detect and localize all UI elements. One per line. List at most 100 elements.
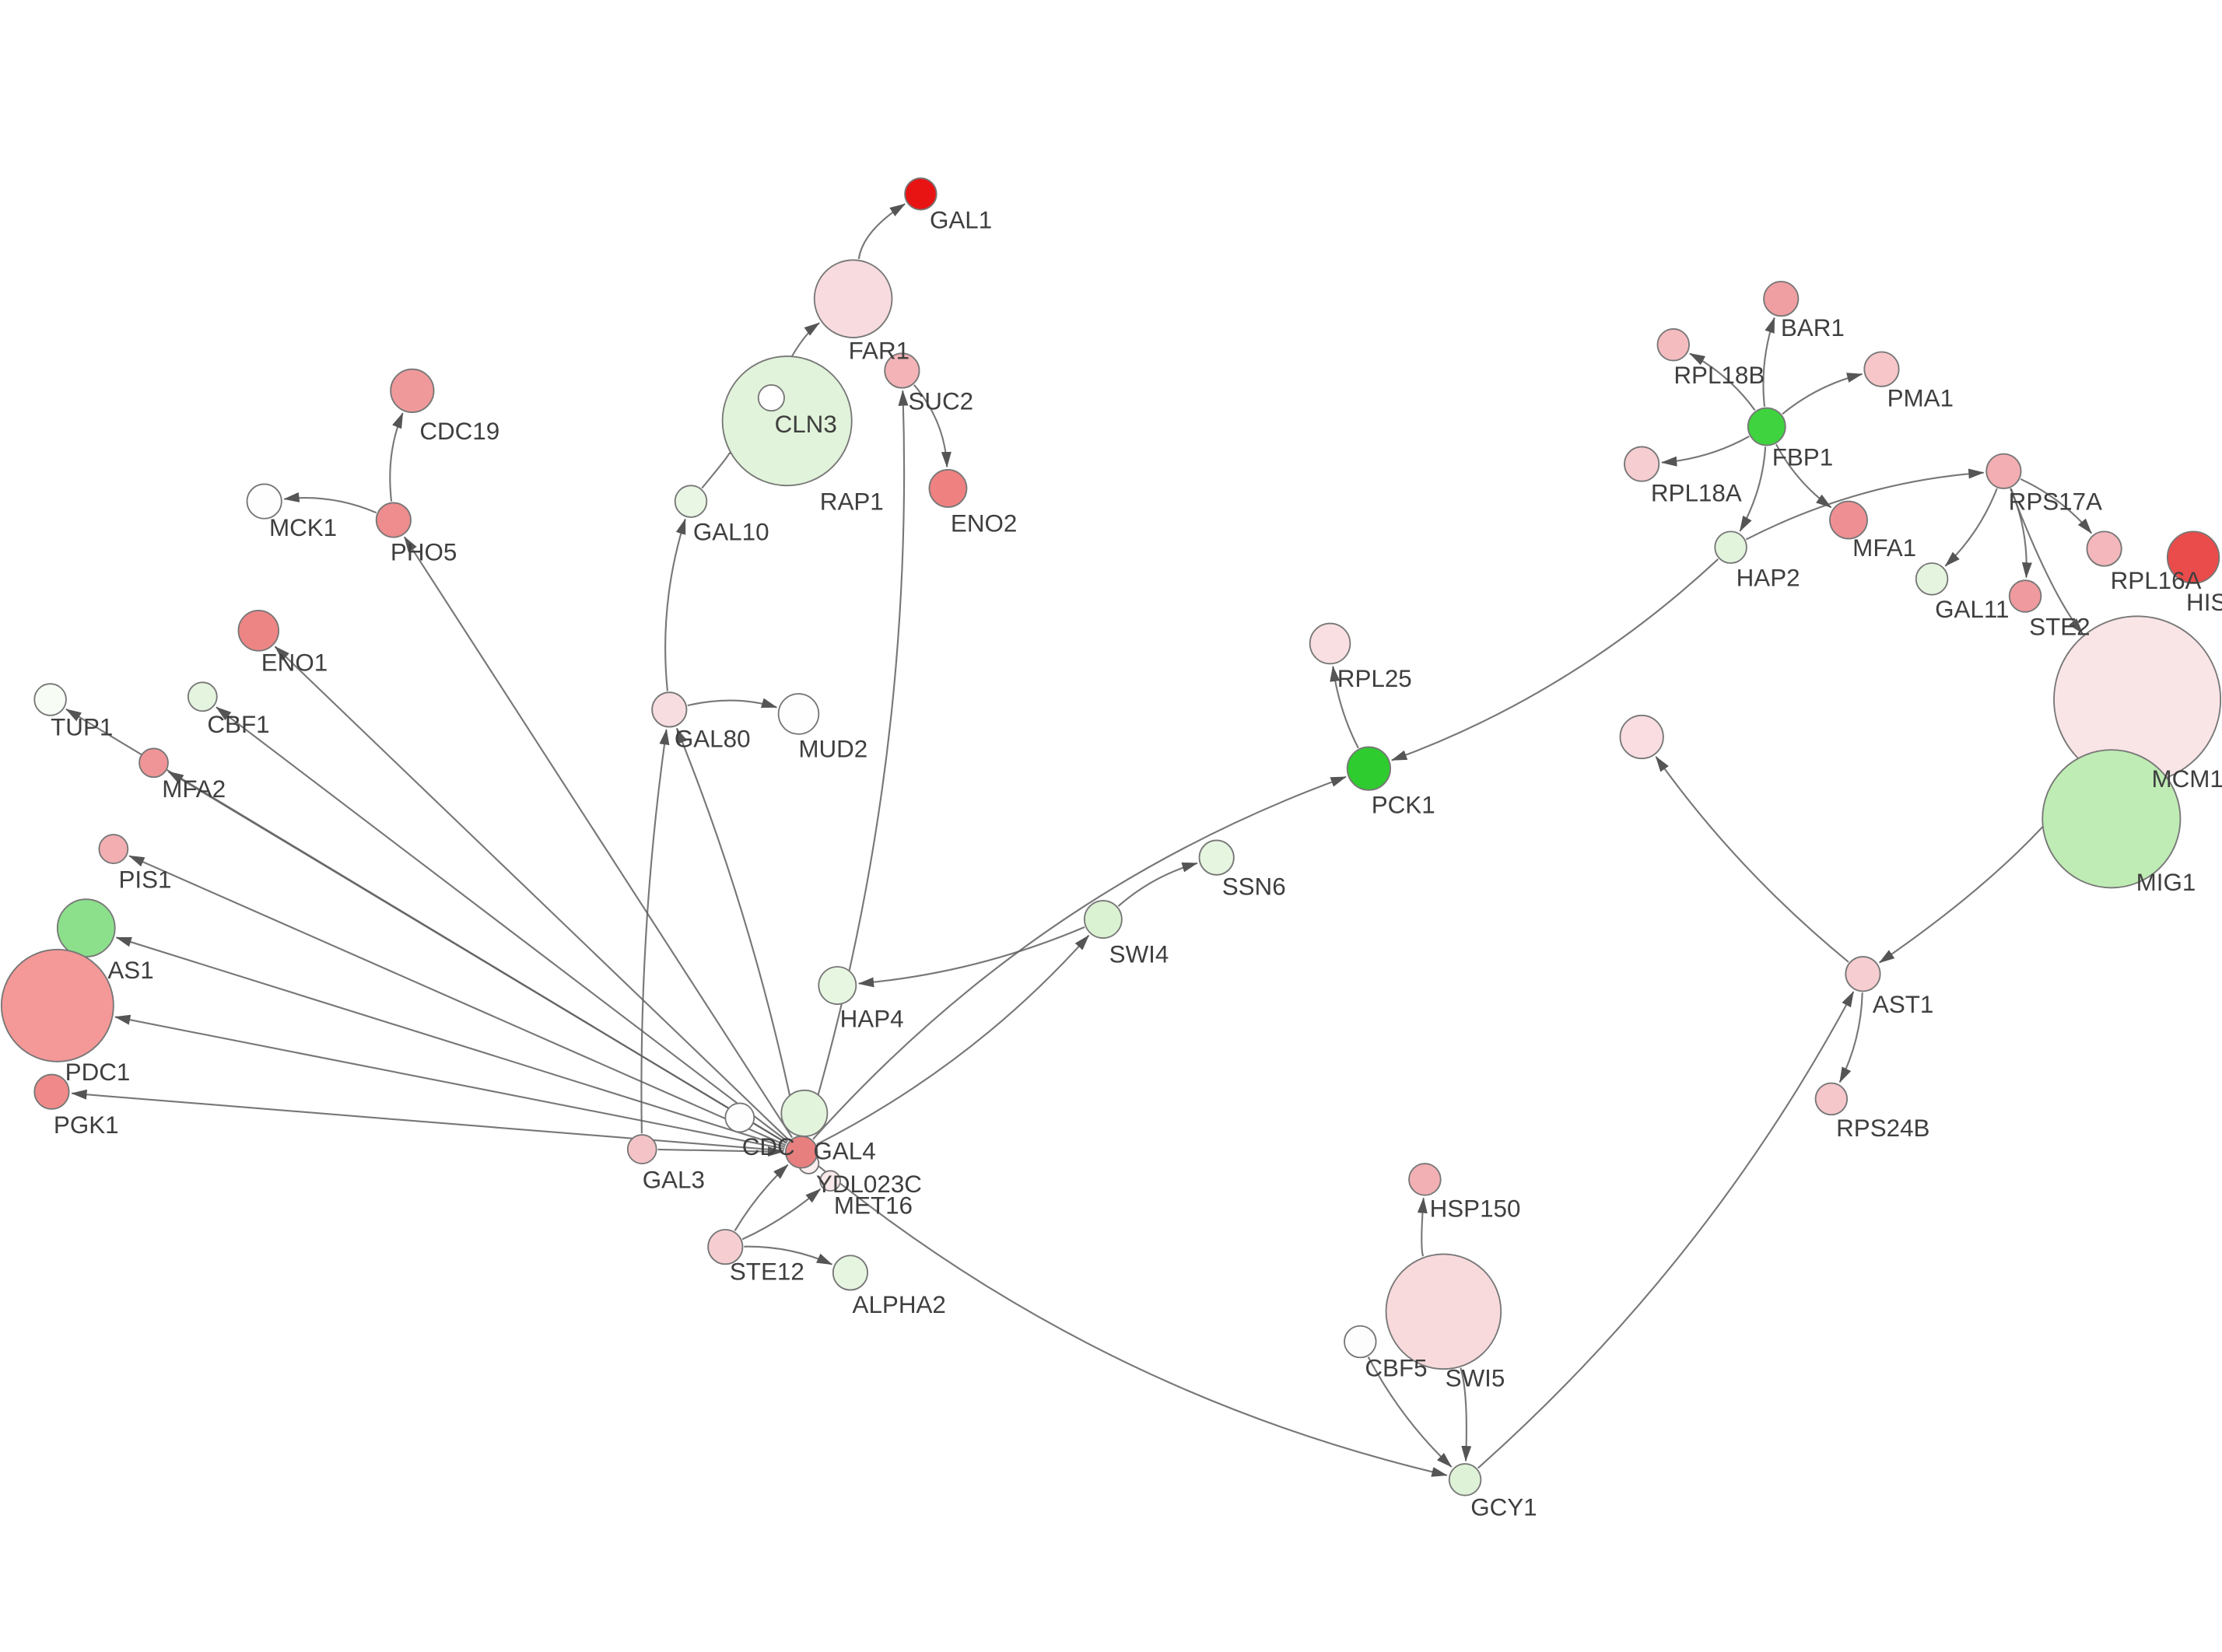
node-hsp150[interactable] — [1408, 1163, 1442, 1196]
node-label-swi4: SWI4 — [1109, 940, 1169, 968]
node-rpl18b[interactable] — [1656, 328, 1690, 362]
node-label-rpl18b: RPL18B — [1674, 362, 1765, 389]
node-mfa2[interactable] — [138, 747, 169, 779]
node-label-gal11: GAL11 — [1935, 596, 2009, 623]
node-gal11[interactable] — [1915, 562, 1949, 596]
node-eno1[interactable] — [237, 610, 280, 652]
edge-gal4-gal80 — [675, 727, 799, 1136]
node-label-as1: AS1 — [107, 957, 153, 984]
node-rps17a[interactable] — [1985, 453, 2022, 489]
node-label-hap2: HAP2 — [1737, 565, 1800, 592]
node-alpha2[interactable] — [832, 1255, 868, 1291]
edge-swi5-gcy1 — [1460, 1367, 1472, 1462]
edge-fbp1-mfa1 — [1775, 443, 1832, 509]
edge-rps17a-mcm1 — [2010, 488, 2084, 634]
node-label-rps24b: RPS24B — [1836, 1115, 1929, 1142]
edge-gal4-pis1 — [128, 855, 787, 1146]
node-mck1[interactable] — [246, 483, 282, 520]
node-his4[interactable] — [2166, 530, 2220, 584]
node-rps24b[interactable] — [1814, 1082, 1849, 1116]
edge-fbp1-pma1 — [1782, 373, 1863, 415]
node-label-cln3: CLN3 — [775, 411, 837, 438]
edge-pho5-cdc19 — [389, 412, 404, 502]
node-nodex[interactable] — [1619, 714, 1664, 760]
node-label-gal80: GAL80 — [675, 725, 751, 752]
node-far1[interactable] — [813, 259, 893, 338]
node-label-mig1: MIG1 — [2136, 869, 2196, 896]
node-label-gal4: GAL4 — [813, 1137, 875, 1164]
node-label-pck1: PCK1 — [1372, 791, 1435, 818]
node-cbf1[interactable] — [187, 681, 218, 712]
node-tup1[interactable] — [33, 683, 67, 716]
node-label-pdc1: PDC1 — [65, 1059, 131, 1086]
edge-gal4-pgk1 — [71, 1089, 785, 1152]
node-suc2[interactable] — [884, 352, 920, 389]
node-pis1[interactable] — [98, 834, 129, 864]
node-as1[interactable] — [56, 898, 116, 957]
edge-gal3-gal80 — [640, 729, 670, 1134]
node-gal80[interactable] — [651, 691, 688, 728]
node-label-rpl25: RPL25 — [1337, 665, 1412, 692]
node-pdc1[interactable] — [0, 948, 114, 1062]
node-ste12[interactable] — [707, 1229, 744, 1265]
edge-gal80-gal10 — [664, 518, 686, 691]
node-label-fbp1: FBP1 — [1772, 443, 1833, 471]
node-label-mud2: MUD2 — [798, 735, 867, 762]
node-gal1[interactable] — [904, 177, 938, 211]
node-label-ydl023c: YDL023C — [816, 1171, 922, 1198]
node-gal10[interactable] — [674, 485, 708, 518]
edge-cbf5-gcy1 — [1367, 1356, 1453, 1468]
edge-hap2-rps17a — [1745, 468, 1985, 541]
node-pgk1[interactable] — [33, 1073, 70, 1110]
edge-rps17a-rpl16a — [2020, 478, 2093, 534]
node-hap4[interactable] — [818, 966, 857, 1005]
edge-gal4-pho5 — [403, 536, 794, 1139]
node-swi4[interactable] — [1083, 900, 1123, 939]
node-ghub[interactable] — [780, 1089, 829, 1137]
edge-hap2-pck1 — [1390, 558, 1719, 761]
node-label-cbf1: CBF1 — [207, 711, 269, 738]
edge-swi4-hap4 — [857, 926, 1085, 988]
node-ast1[interactable] — [1845, 956, 1881, 992]
node-label-pis1: PIS1 — [118, 866, 171, 893]
node-mfa1[interactable] — [1829, 500, 1868, 540]
node-met16[interactable] — [819, 1170, 841, 1192]
nodes-layer — [0, 177, 2222, 1496]
node-rpl18a[interactable] — [1624, 446, 1660, 482]
node-label-ste12: STE12 — [730, 1258, 804, 1286]
node-label-gal3: GAL3 — [643, 1166, 705, 1193]
node-gcy1[interactable] — [1448, 1463, 1482, 1496]
node-label-bar1: BAR1 — [1781, 314, 1845, 341]
node-cdc[interactable] — [724, 1102, 755, 1133]
node-mud2[interactable] — [777, 693, 820, 735]
node-gal3[interactable] — [626, 1134, 657, 1164]
node-label-his4: HIS4 — [2186, 589, 2222, 616]
node-gal4[interactable] — [784, 1136, 818, 1169]
node-cbf5[interactable] — [1344, 1325, 1377, 1359]
node-rpl16a[interactable] — [2086, 530, 2122, 567]
node-ste2[interactable] — [2008, 579, 2042, 613]
node-hap2[interactable] — [1714, 530, 1747, 564]
node-label-pho5: PHO5 — [391, 538, 457, 565]
node-pma1[interactable] — [1863, 351, 1900, 387]
node-label-mcm1: MCM1 — [2152, 765, 2222, 793]
node-label-swi5: SWI5 — [1446, 1364, 1505, 1391]
node-eno2[interactable] — [928, 469, 968, 508]
node-rpl25[interactable] — [1309, 622, 1351, 665]
node-fbp1[interactable] — [1747, 407, 1786, 446]
edge-fbp1-rpl18a — [1660, 436, 1750, 467]
node-rap1[interactable] — [721, 355, 853, 487]
node-bar1[interactable] — [1763, 281, 1800, 317]
node-cdc19[interactable] — [390, 368, 435, 413]
edges-layer — [65, 203, 2093, 1477]
node-pck1[interactable] — [1346, 746, 1391, 791]
node-cln3[interactable] — [757, 384, 785, 412]
node-swi5[interactable] — [1385, 1253, 1502, 1370]
node-pho5[interactable] — [375, 502, 412, 538]
edge-gal10-rap1 — [701, 443, 745, 489]
node-label-ast1: AST1 — [1873, 991, 1933, 1018]
node-ssn6[interactable] — [1198, 839, 1235, 876]
node-label-mck1: MCK1 — [269, 514, 337, 541]
edge-rps17a-gal11 — [1944, 488, 1998, 567]
node-mig1[interactable] — [2042, 749, 2182, 889]
